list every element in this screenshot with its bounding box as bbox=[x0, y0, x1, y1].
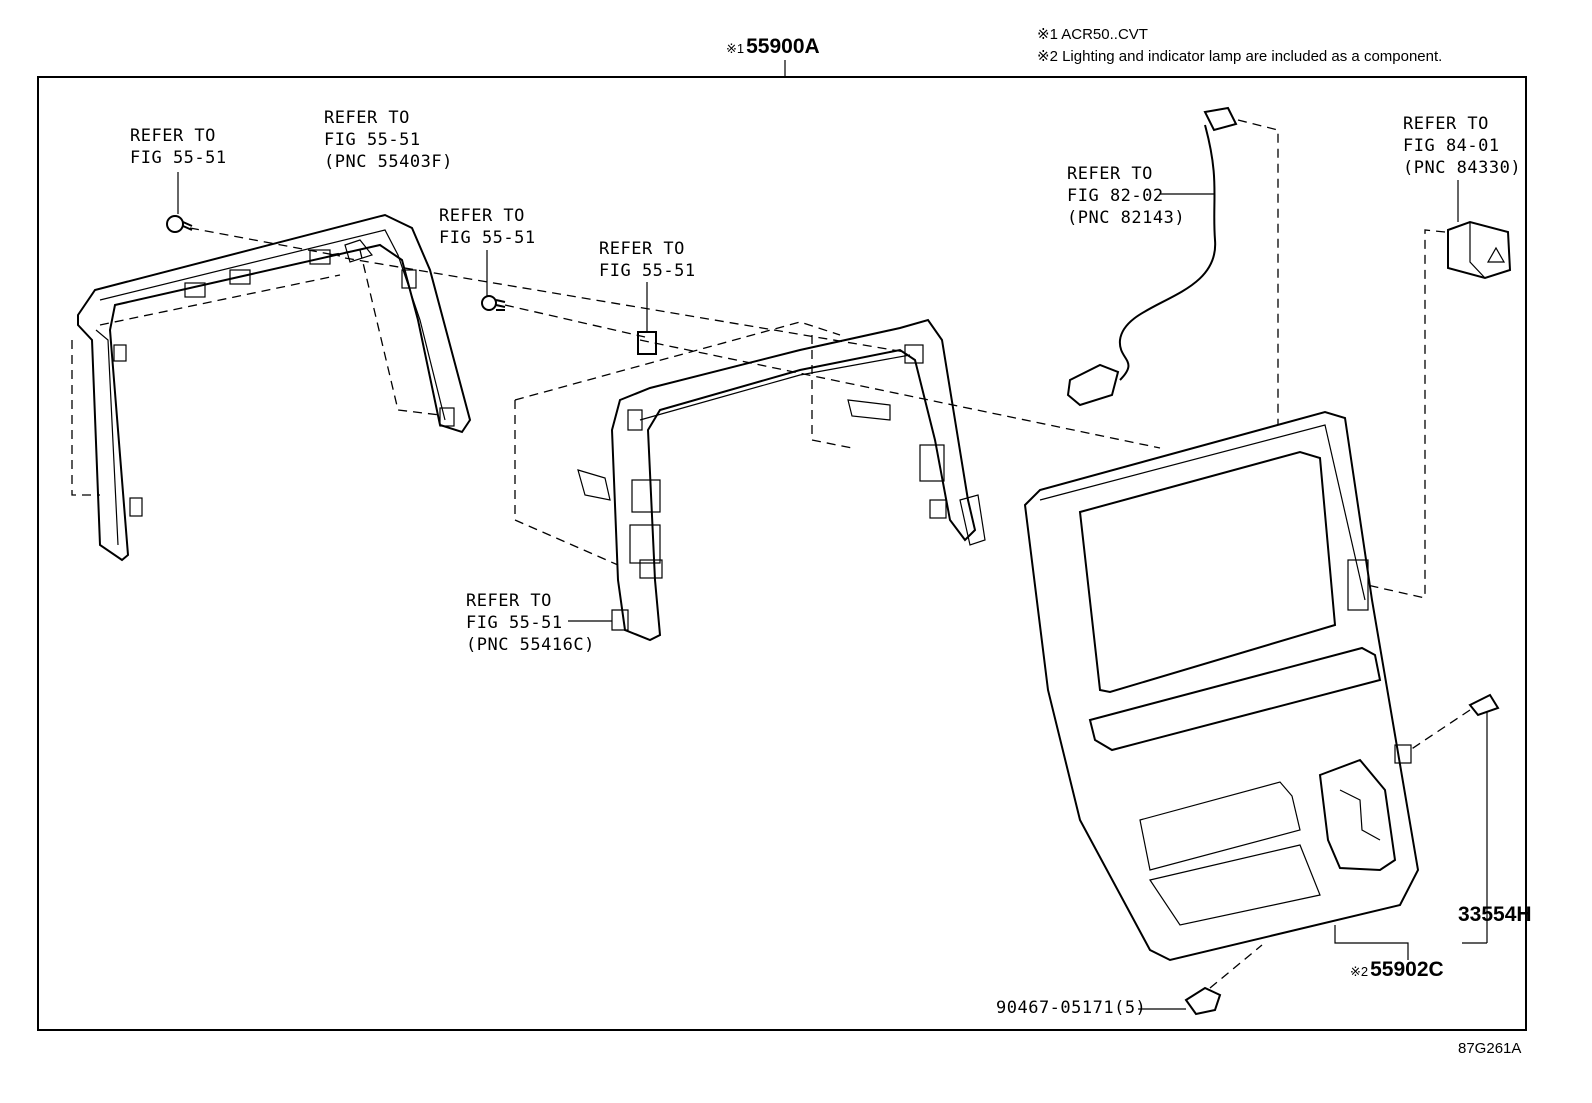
note-1: ※1 ACR50..CVT bbox=[1037, 26, 1148, 43]
part-number-90467[interactable]: 90467-05171(5) bbox=[996, 998, 1147, 1018]
retainer-clip bbox=[1184, 986, 1222, 1016]
hazard-switch bbox=[1447, 220, 1512, 280]
clip-fastener-4 bbox=[637, 331, 657, 355]
assembly-part-number: ※155900A bbox=[726, 35, 820, 58]
outer-trim-frame bbox=[77, 213, 472, 562]
connector-part bbox=[1468, 693, 1500, 717]
screw-fastener-2 bbox=[481, 295, 506, 311]
part-number-33554h[interactable]: 33554H bbox=[1458, 903, 1532, 926]
figure-code: 87G261A bbox=[1458, 1040, 1522, 1057]
bracket-frame bbox=[577, 318, 986, 642]
wire-harness bbox=[1066, 106, 1238, 407]
part-number-55902c[interactable]: ※255902C bbox=[1350, 958, 1444, 981]
clip-fastener-1 bbox=[166, 215, 193, 233]
diagram-border bbox=[37, 76, 1527, 1031]
center-cluster-panel bbox=[1023, 410, 1420, 962]
note-2: ※2 Lighting and indicator lamp are inclu… bbox=[1037, 48, 1443, 65]
